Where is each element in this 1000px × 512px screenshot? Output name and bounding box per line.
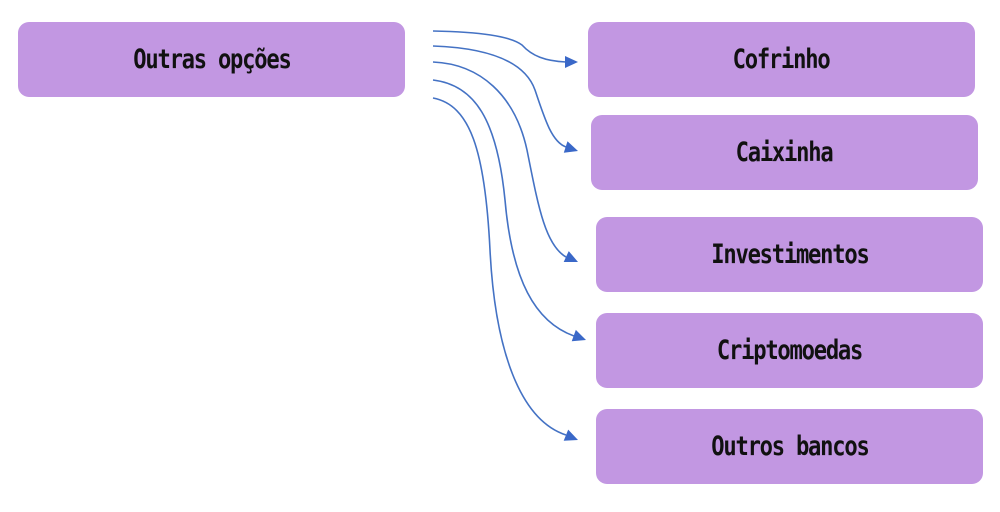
arrowhead-icon [563, 251, 578, 262]
connector-line [432, 30, 567, 63]
connector-line [432, 45, 567, 148]
source-node-label: Outras opções [132, 44, 292, 75]
target-node-label: Caixinha [736, 137, 834, 168]
target-node-cofrinho: Cofrinho [588, 22, 975, 97]
arrowhead-icon [565, 56, 578, 68]
target-node-caixinha: Caixinha [591, 115, 978, 190]
arrowhead-icon [563, 141, 578, 153]
arrowhead-icon [563, 429, 578, 441]
target-node-criptomoedas: Criptomoedas [596, 313, 983, 388]
target-node-label: Cofrinho [733, 44, 831, 75]
target-node-label: Outros bancos [710, 431, 870, 462]
connector-line [432, 97, 567, 436]
target-node-label: Criptomoedas [716, 335, 863, 366]
target-node-label: Investimentos [710, 239, 870, 270]
connector-line [432, 61, 567, 258]
source-node-outras-opcoes: Outras opções [18, 22, 405, 97]
connector-line [432, 79, 575, 337]
arrowhead-icon [571, 329, 586, 342]
target-node-investimentos: Investimentos [596, 217, 983, 292]
target-node-outros-bancos: Outros bancos [596, 409, 983, 484]
